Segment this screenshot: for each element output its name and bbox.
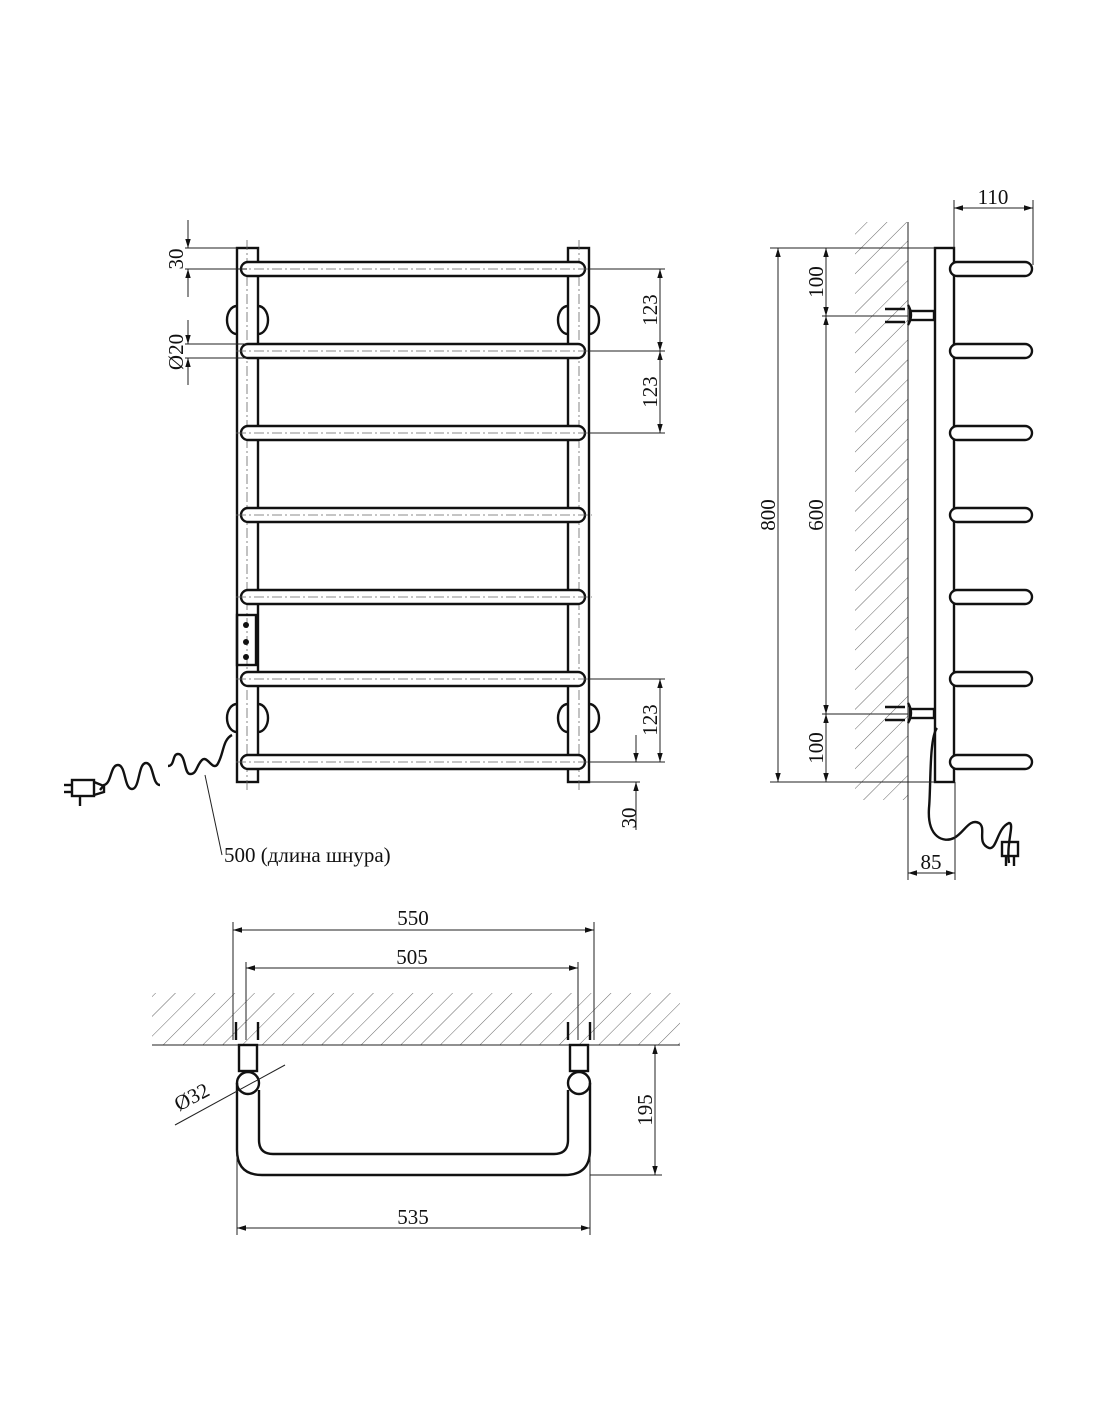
side-rung-6 — [948, 670, 1034, 688]
left-joint — [235, 1070, 261, 1096]
control-box — [235, 613, 258, 667]
dim-top-mount: 100 — [804, 266, 828, 298]
side-plug-icon — [1000, 840, 1020, 866]
front-view: 500 (длина шнура) 30 Ø20 123 123 123 30 — [64, 220, 665, 867]
side-rung-7 — [948, 753, 1034, 771]
side-mount-top — [885, 304, 936, 326]
dim-top-offset: 30 — [164, 249, 188, 270]
dim-mount-spacing: 600 — [804, 499, 828, 531]
dim-bottom-offset: 30 — [617, 808, 641, 829]
side-rung-3 — [948, 424, 1034, 442]
dim-wall-offset: 85 — [921, 850, 942, 874]
u-pipe-outer — [235, 1083, 592, 1177]
side-rung-2 — [948, 342, 1034, 360]
side-bars — [948, 260, 1034, 771]
wall-brackets — [225, 304, 601, 734]
top-view: 550 505 Ø32 195 535 — [152, 906, 680, 1235]
dim-bar-diameter: Ø20 — [164, 334, 188, 370]
dim-bottom-mount: 100 — [804, 732, 828, 764]
dim-spacing-bottom: 123 — [638, 704, 662, 736]
dim-depth: 110 — [978, 185, 1009, 209]
dim-mount-width: 505 — [396, 945, 428, 969]
dim-spacing-1: 123 — [638, 294, 662, 326]
front-bars — [236, 260, 592, 771]
dim-spacing-2: 123 — [638, 376, 662, 408]
u-pipe-inner — [257, 1090, 570, 1156]
wall-hatch-top — [152, 993, 680, 1045]
dim-height: 800 — [756, 499, 780, 531]
dim-pipe-diameter: Ø32 — [170, 1078, 213, 1116]
right-joint — [566, 1070, 592, 1096]
wall-hatch — [855, 222, 908, 800]
plug-icon — [64, 778, 106, 806]
side-rung-5 — [948, 588, 1034, 606]
cord-leader — [204, 774, 223, 856]
dim-projection: 195 — [633, 1094, 657, 1126]
dim-bottom-width: 535 — [397, 1205, 429, 1229]
diameter-leader — [174, 1064, 286, 1126]
side-rung-1 — [948, 260, 1034, 278]
power-cord — [99, 733, 233, 791]
side-view: 800 100 600 100 110 85 — [756, 185, 1034, 880]
side-rung-4 — [948, 506, 1034, 524]
dim-overall-width: 550 — [397, 906, 429, 930]
cord-length-label: 500 (длина шнура) — [224, 843, 391, 867]
side-mount-bottom — [885, 702, 936, 724]
side-power-cord — [927, 727, 1013, 864]
